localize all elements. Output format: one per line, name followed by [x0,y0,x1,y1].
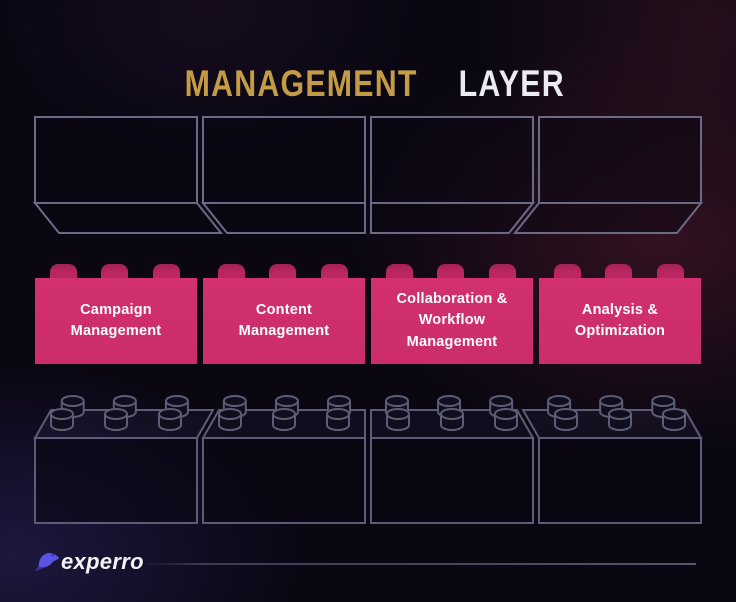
brand-name: experro [61,549,144,574]
brick-stud [153,264,180,280]
brick-stud [269,264,296,280]
brick-stud [489,264,516,280]
outline-brick-bottom-2 [201,395,366,524]
page-title: MANAGEMENT LAYER [0,65,736,102]
outline-brick-top-1 [32,116,224,234]
outline-brick-bottom-1 [33,395,215,524]
brick-stud [437,264,464,280]
brick-stud [657,264,684,280]
brick-label: Analysis & Optimization [539,278,701,364]
brick-label: Content Management [203,278,365,364]
outline-brick-top-3 [370,116,536,234]
footer-divider-line [148,563,696,565]
brick-label: Collaboration & Workflow Management [371,278,533,364]
rocket-icon [35,553,59,571]
brick-stud [321,264,348,280]
outline-brick-top-2 [200,116,366,234]
outline-brick-bottom-4 [521,395,703,524]
outline-brick-top-4 [512,116,704,234]
brick-stud [101,264,128,280]
title-word-layer: LAYER [459,62,566,104]
title-word-management: MANAGEMENT [184,62,418,104]
brick-label: Campaign Management [35,278,197,364]
brick-stud [605,264,632,280]
outline-brick-bottom-3 [370,395,535,524]
brick-stud [554,264,581,280]
brick-stud [50,264,77,280]
brick-stud [386,264,413,280]
brick-stud [218,264,245,280]
